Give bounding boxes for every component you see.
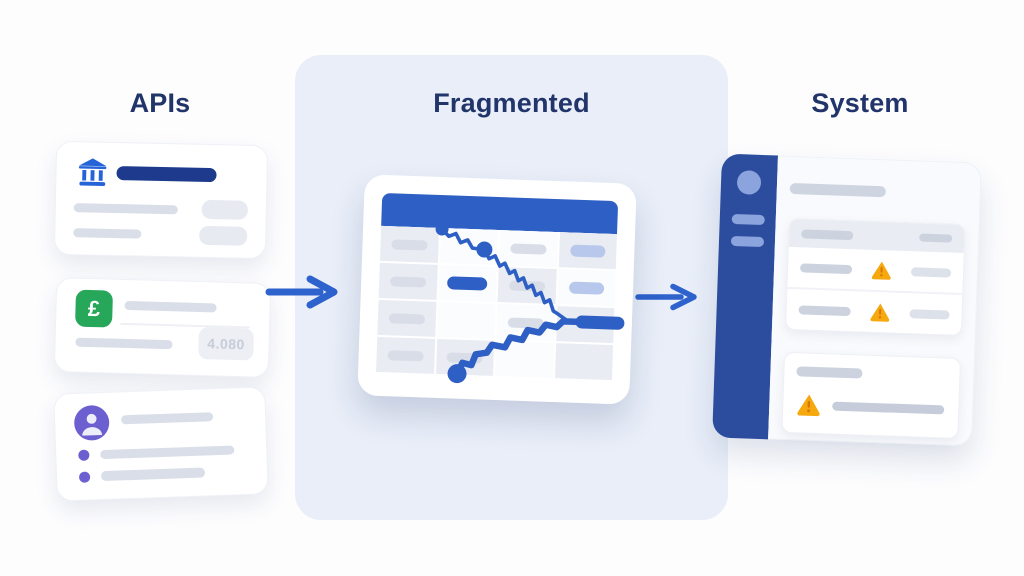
cell-pill-lightblue — [568, 281, 604, 295]
tablet-cell — [496, 304, 555, 342]
warning-triangle-icon — [870, 303, 890, 322]
row-label-bar — [799, 262, 853, 274]
header-pill — [801, 228, 854, 240]
tablet-cell — [435, 338, 495, 376]
tablet-cell — [558, 232, 618, 270]
page-title-bar — [789, 182, 886, 198]
placeholder-bar — [75, 337, 173, 350]
card-title-bar — [796, 366, 863, 379]
user-icon — [73, 404, 110, 442]
tablet-cell — [555, 306, 615, 344]
tablet-cell — [438, 264, 497, 302]
fragmented-spreadsheet-tablet — [357, 174, 637, 405]
pound-icon: £ — [74, 289, 114, 328]
warning-message-bar — [832, 401, 945, 414]
system-main-area — [768, 155, 982, 447]
tablet-cell — [379, 225, 439, 263]
placeholder-pill — [201, 199, 249, 220]
apis-heading: APIs — [129, 88, 191, 118]
tablet-cell — [557, 269, 616, 307]
placeholder-bar — [73, 203, 178, 215]
tablet-cell — [376, 336, 435, 374]
tablet-cell — [494, 341, 554, 378]
tablet-cell — [498, 230, 558, 268]
bank-card-title-bar — [116, 166, 217, 183]
alerts-table — [784, 217, 966, 337]
cell-pill-gray — [391, 238, 428, 251]
placeholder-bar — [100, 445, 235, 460]
alert-row — [785, 286, 963, 335]
tablet-grid — [376, 225, 618, 381]
bank-api-card — [53, 140, 269, 260]
placeholder-bar — [124, 300, 217, 313]
tablet-cell — [378, 262, 438, 300]
tablet-cell — [436, 301, 496, 339]
cell-pill-blue — [447, 276, 488, 291]
placeholder-bar — [73, 228, 142, 239]
avatar — [736, 170, 762, 195]
header-pill — [919, 233, 953, 243]
placeholder-bar — [120, 412, 214, 425]
cell-pill-gray — [389, 275, 426, 288]
cell-pill-gray — [507, 316, 544, 329]
fragmented-heading: Fragmented — [433, 88, 590, 118]
bullet-dot — [78, 471, 91, 483]
row-label-bar — [798, 304, 851, 316]
arrow-right-icon — [265, 275, 338, 309]
warning-summary-card — [781, 351, 962, 439]
system-sidebar — [712, 153, 779, 440]
arrow-right-icon — [635, 283, 697, 311]
sidebar-nav-item — [730, 235, 764, 248]
tablet-cell — [497, 267, 557, 305]
warning-triangle-icon — [797, 394, 820, 417]
currency-api-card: £ 4.080 — [53, 277, 272, 378]
system-heading: System — [811, 88, 909, 118]
bullet-dot — [78, 449, 90, 461]
cell-pill-gray — [508, 279, 545, 292]
row-value-bar — [910, 266, 952, 278]
placeholder-pill — [199, 225, 248, 246]
profile-api-card — [53, 386, 269, 502]
cell-pill-gray — [387, 349, 424, 361]
tablet-cell — [439, 227, 499, 265]
amount-value-pill: 4.080 — [198, 327, 255, 361]
placeholder-bar — [100, 467, 206, 482]
cell-pill-lightblue — [570, 244, 606, 258]
warning-row — [795, 391, 947, 422]
pound-symbol: £ — [87, 295, 101, 321]
sidebar-nav-item — [731, 213, 765, 226]
alert-row — [787, 247, 963, 293]
bank-icon — [78, 158, 107, 186]
tablet-cell — [377, 299, 437, 337]
cell-pill-gray — [388, 312, 425, 324]
cell-pill-gray — [446, 351, 483, 364]
tablet-cell — [554, 343, 614, 381]
row-value-bar — [909, 308, 950, 320]
cell-pill-gray — [510, 242, 547, 255]
system-panel — [712, 153, 982, 447]
amount-text: 4.080 — [207, 335, 246, 353]
warning-triangle-icon — [871, 261, 891, 280]
